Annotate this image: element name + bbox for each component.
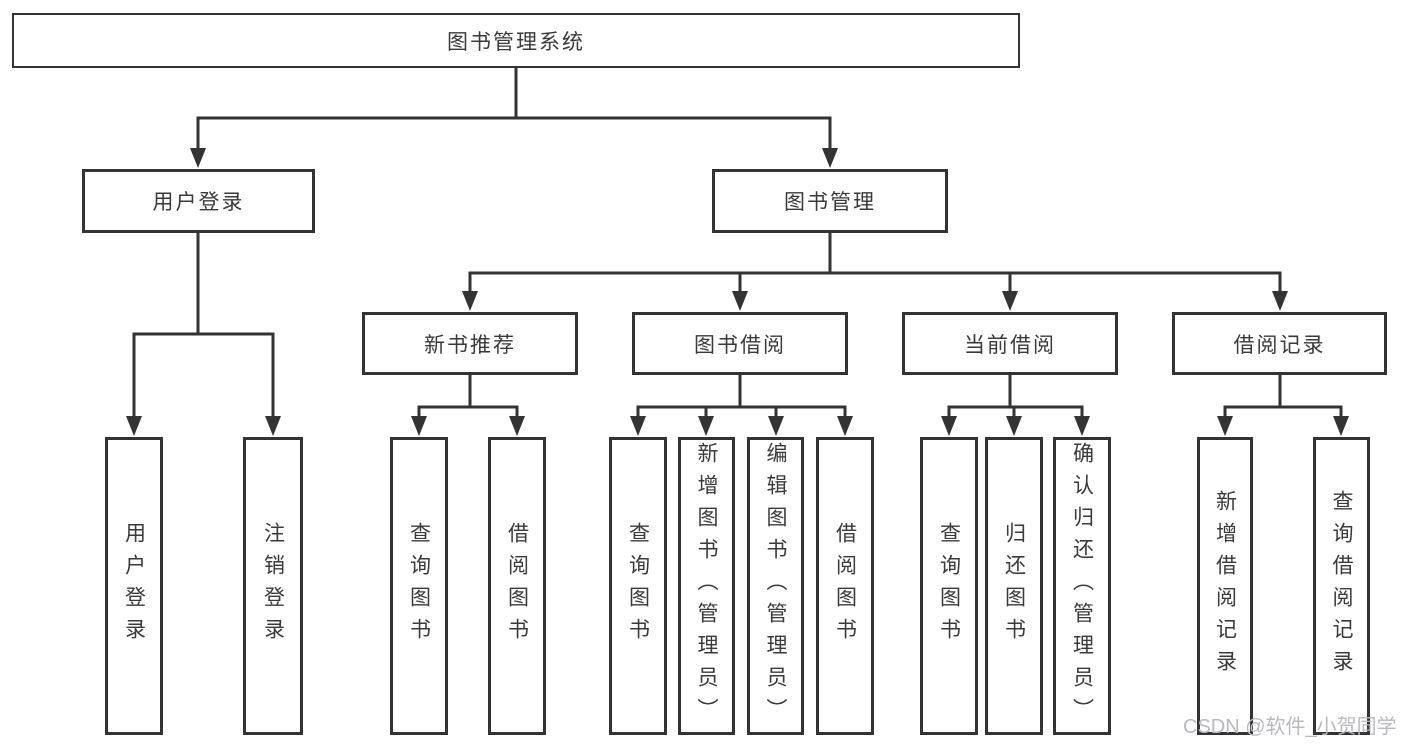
node-label: 注销登录 [261, 522, 285, 650]
node-label: 编辑图书（管理员） [764, 442, 787, 730]
arrowhead [411, 416, 427, 436]
edges-root [190, 66, 838, 168]
arrowhead [698, 416, 714, 436]
node-label: 图书管理 [784, 191, 876, 214]
node-book-borrow: 图书借阅 [632, 312, 848, 375]
node-book-management: 图书管理 [712, 169, 948, 233]
leaf-add-books-admin: 新增图书（管理员） [678, 437, 735, 735]
edges-book-borrow [630, 373, 853, 436]
leaf-edit-books-admin: 编辑图书（管理员） [747, 437, 804, 735]
arrowhead [265, 416, 281, 436]
arrowhead [1217, 416, 1233, 436]
edges-borrow-records [1217, 373, 1349, 436]
edges-new-book-recommend [411, 373, 525, 436]
node-user-login: 用户登录 [82, 169, 315, 233]
edges-book-management [462, 231, 1288, 311]
leaf-borrow-books-recommend: 借阅图书 [488, 437, 546, 735]
node-label: 确认归还（管理员） [1070, 442, 1094, 730]
node-label: 查询图书 [937, 522, 961, 650]
node-label: 用户登录 [152, 191, 245, 214]
arrowhead [941, 416, 957, 436]
edges-user-login [126, 231, 281, 436]
node-label: 图书借阅 [694, 333, 786, 357]
arrowhead [462, 291, 478, 311]
csdn-watermark: CSDN @软件_小贺同学 [1183, 716, 1397, 738]
arrowhead [1002, 291, 1018, 311]
node-label: 查询图书 [407, 522, 431, 650]
node-label: 查询借阅记录 [1330, 490, 1353, 682]
node-label: 当前借阅 [964, 333, 1056, 357]
arrowhead [1333, 416, 1349, 436]
node-new-book-recommend: 新书推荐 [362, 312, 578, 375]
node-label: 查询图书 [626, 522, 650, 650]
node-library-management-system: 图书管理系统 [12, 13, 1020, 68]
node-label: 新增借阅记录 [1213, 490, 1237, 682]
node-label: 图书管理系统 [447, 30, 585, 54]
arrowhead [126, 416, 142, 436]
node-borrow-records: 借阅记录 [1172, 312, 1387, 375]
arrowhead [822, 148, 838, 168]
arrowhead [732, 291, 748, 311]
node-label: 借阅图书 [833, 522, 857, 650]
node-label: 归还图书 [1002, 522, 1026, 650]
node-label: 新增图书（管理员） [695, 442, 718, 730]
leaf-return-books: 归还图书 [985, 437, 1043, 735]
arrowhead [1006, 416, 1022, 436]
leaf-add-borrow-record: 新增借阅记录 [1197, 437, 1253, 735]
leaf-query-books-current: 查询图书 [920, 437, 978, 735]
node-label: 新书推荐 [424, 333, 516, 357]
leaf-user-login: 用户登录 [105, 437, 163, 735]
leaf-borrow-books: 借阅图书 [816, 437, 874, 735]
node-label: 借阅记录 [1233, 333, 1326, 357]
arrowhead [630, 416, 646, 436]
arrowhead [509, 416, 525, 436]
arrowhead [190, 148, 206, 168]
leaf-query-books-recommend: 查询图书 [390, 437, 448, 735]
node-label: 用户登录 [122, 522, 146, 650]
arrowhead [1074, 416, 1090, 436]
node-label: 借阅图书 [505, 522, 529, 650]
edges-current-borrow [941, 373, 1090, 436]
leaf-query-books-borrow: 查询图书 [609, 437, 667, 735]
arrowhead [768, 416, 784, 436]
arrowhead [837, 416, 853, 436]
leaf-confirm-return-admin: 确认归还（管理员） [1053, 437, 1111, 735]
node-current-borrow: 当前借阅 [902, 312, 1118, 375]
leaf-query-borrow-record: 查询借阅记录 [1313, 437, 1370, 735]
leaf-logout: 注销登录 [243, 437, 303, 735]
arrowhead [1272, 291, 1288, 311]
